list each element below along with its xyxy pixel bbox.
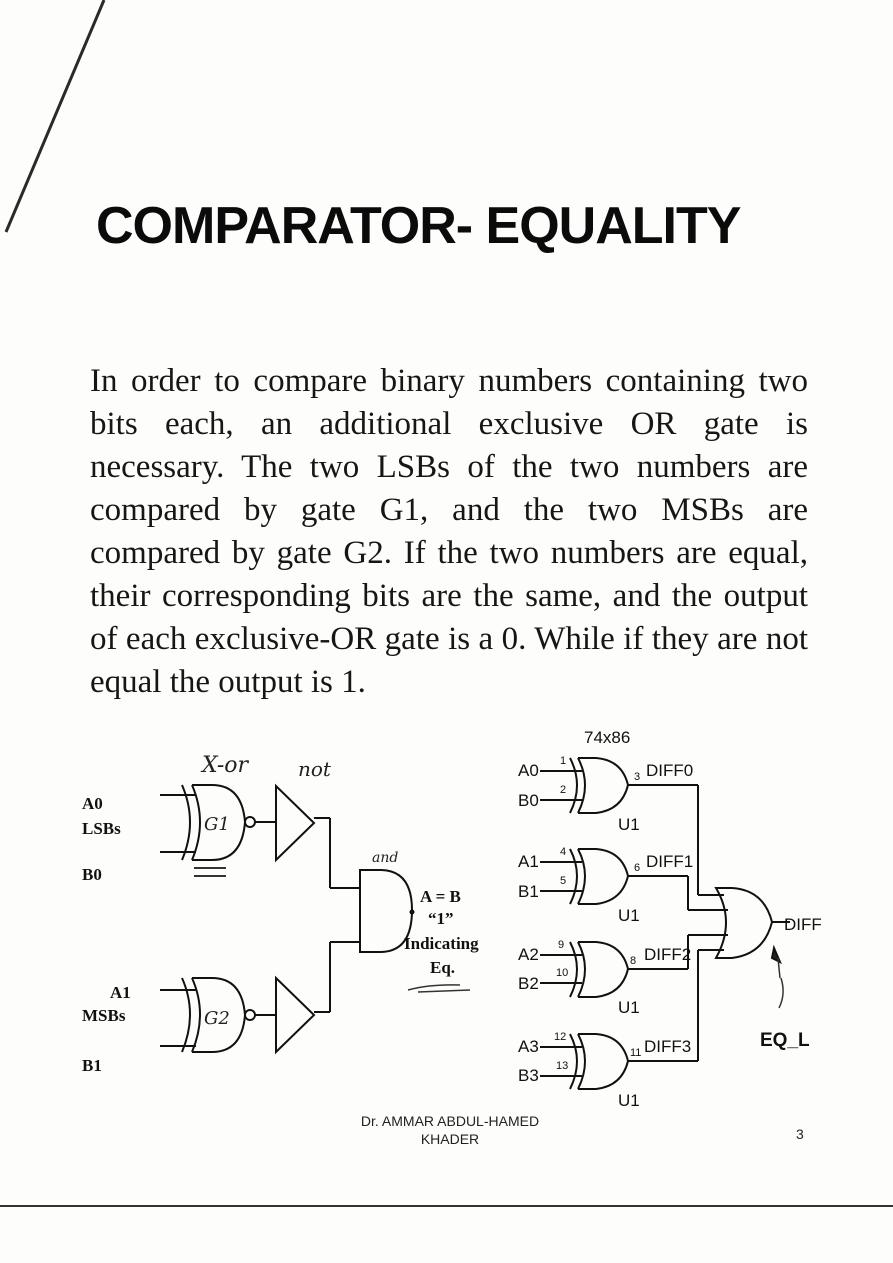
corner-pen-stroke bbox=[4, 0, 106, 233]
row0-a-label: A0 bbox=[518, 761, 539, 780]
xor-handwritten-note: X-or bbox=[200, 753, 250, 778]
xor-row-1 bbox=[540, 848, 688, 905]
row2-pin-b: 10 bbox=[556, 967, 568, 979]
buffer-gate-bottom bbox=[275, 941, 360, 1055]
input-a1-label: A1 bbox=[110, 983, 131, 1002]
author-line-1: Dr. AMMAR ABDUL-HAMED bbox=[360, 1113, 540, 1129]
row3-pin-b: 13 bbox=[556, 1060, 568, 1072]
row1-pin-a: 4 bbox=[560, 846, 566, 858]
row2-output-label: DIFF2 bbox=[644, 945, 691, 964]
lsbs-label: LSBs bbox=[82, 819, 121, 838]
and-handwritten-note: and bbox=[372, 850, 398, 866]
page-title: COMPARATOR- EQUALITY bbox=[96, 197, 741, 255]
g2-xor-gate bbox=[160, 977, 276, 1053]
output-eq-abbrev-label: Eq. bbox=[430, 958, 455, 977]
output-eq-label: A = B bbox=[420, 887, 461, 906]
g2-gate-label: G2 bbox=[204, 1008, 230, 1029]
xor-row-2 bbox=[540, 941, 688, 998]
row0-unit-label: U1 bbox=[618, 815, 640, 834]
xor-row-0 bbox=[540, 757, 698, 814]
row1-pin-b: 5 bbox=[560, 875, 566, 887]
buffer-gate-top bbox=[275, 783, 360, 889]
xor-row-3 bbox=[540, 1033, 698, 1090]
body-paragraph: In order to compare binary numbers conta… bbox=[90, 363, 808, 700]
row2-b-label: B2 bbox=[518, 974, 539, 993]
row0-output-label: DIFF0 bbox=[646, 761, 693, 780]
output-indicating-label: Indicating bbox=[404, 934, 479, 953]
author-line-2: KHADER bbox=[420, 1131, 480, 1147]
row1-b-label: B1 bbox=[518, 882, 539, 901]
row3-a-label: A3 bbox=[518, 1037, 539, 1056]
g1-gate-label: G1 bbox=[204, 814, 230, 835]
row3-output-label: DIFF3 bbox=[644, 1037, 691, 1056]
not-handwritten-note: not bbox=[298, 757, 332, 781]
row0-pin-out: 3 bbox=[634, 771, 640, 783]
row1-pin-out: 6 bbox=[634, 862, 640, 874]
or-gate bbox=[714, 887, 790, 959]
page-number: 3 bbox=[796, 1126, 804, 1142]
or-output-label: DIFF bbox=[784, 915, 822, 934]
row1-unit-label: U1 bbox=[618, 906, 640, 925]
row1-a-label: A1 bbox=[518, 852, 539, 871]
input-b1-label: B1 bbox=[82, 1056, 102, 1075]
input-b0-label: B0 bbox=[82, 865, 102, 884]
row3-b-label: B3 bbox=[518, 1066, 539, 1085]
row0-pin-a: 1 bbox=[560, 755, 566, 767]
g1-xor-gate bbox=[160, 784, 276, 861]
or-gate-wiring bbox=[687, 785, 728, 1061]
row3-unit-label: U1 bbox=[618, 1091, 640, 1110]
row0-b-label: B0 bbox=[518, 791, 539, 810]
msbs-label: MSBs bbox=[82, 1006, 126, 1025]
row3-pin-a: 12 bbox=[554, 1031, 566, 1043]
row3-pin-out: 11 bbox=[630, 1047, 641, 1059]
chip-label: 74x86 bbox=[584, 728, 630, 747]
output-one-label: “1” bbox=[428, 909, 454, 928]
author-footer: Dr. AMMAR ABDUL-HAMED KHADER bbox=[330, 1112, 570, 1148]
row2-unit-label: U1 bbox=[618, 998, 640, 1017]
row1-output-label: DIFF1 bbox=[646, 852, 693, 871]
bottom-divider bbox=[0, 1205, 893, 1207]
row2-pin-out: 8 bbox=[630, 955, 636, 967]
input-a0-label: A0 bbox=[82, 794, 103, 813]
eq-l-annotation: EQ_L bbox=[760, 1030, 810, 1051]
row2-a-label: A2 bbox=[518, 945, 539, 964]
row2-pin-a: 9 bbox=[558, 939, 564, 951]
row0-pin-b: 2 bbox=[560, 784, 566, 796]
